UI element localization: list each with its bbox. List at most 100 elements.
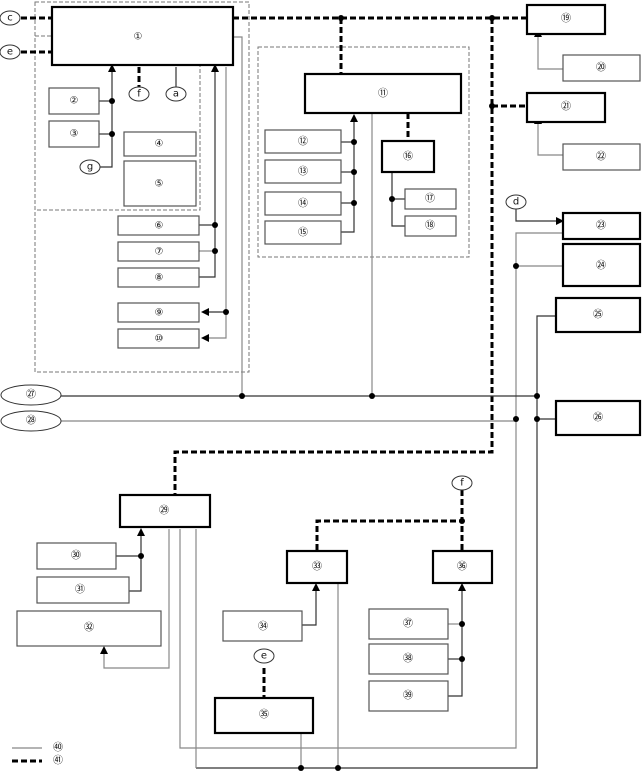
diagram-shape <box>165 86 187 102</box>
diagram-shape <box>404 188 457 210</box>
component-30[interactable]: ㉚ <box>36 542 117 570</box>
junction-dot <box>351 169 357 175</box>
component-1-label: ① <box>134 32 143 43</box>
group-frame-center <box>257 46 470 258</box>
component-10[interactable]: ⑩ <box>117 328 200 349</box>
bus-28[interactable]: ㉘ <box>0 410 62 432</box>
component-26-label: ㉖ <box>593 412 603 424</box>
component-35-label: ㉟ <box>259 709 269 721</box>
arrow-up-to-32 <box>100 646 108 654</box>
diagram-shape <box>222 610 303 642</box>
diagram-shape <box>404 215 457 237</box>
connector-f-bottom-label: f <box>460 478 464 489</box>
component-36[interactable]: ㊱ <box>431 549 494 585</box>
component-7-label: ⑦ <box>155 247 164 258</box>
component-25[interactable]: ㉕ <box>554 296 642 334</box>
component-13[interactable]: ⑬ <box>264 159 342 184</box>
component-7[interactable]: ⑦ <box>117 241 200 262</box>
diagram-shape <box>0 44 21 60</box>
component-23-label: ㉓ <box>596 220 606 232</box>
component-8-label: ⑧ <box>155 273 164 284</box>
wire-1-to-bus27 <box>233 36 243 396</box>
component-37[interactable]: ㊲ <box>368 608 449 640</box>
component-15[interactable]: ⑮ <box>264 220 342 245</box>
bus-27[interactable]: ㉗ <box>0 384 62 406</box>
connector-e-top[interactable]: e <box>0 44 21 60</box>
junction-dot <box>513 416 519 422</box>
arrow-up-to-1-left <box>108 64 116 72</box>
component-17[interactable]: ⑰ <box>404 188 457 210</box>
component-11[interactable]: ⑪ <box>303 72 463 115</box>
diagram-shape <box>525 3 607 36</box>
component-24[interactable]: ㉔ <box>561 242 642 288</box>
component-6[interactable]: ⑥ <box>117 215 200 236</box>
wire-37-39-to-36 <box>448 589 463 697</box>
diagram-shape <box>16 610 162 647</box>
junction-dot <box>212 222 218 228</box>
component-32[interactable]: ㉜ <box>16 610 162 647</box>
component-9[interactable]: ⑨ <box>117 302 200 323</box>
component-19[interactable]: ⑲ <box>525 3 607 36</box>
component-1[interactable]: ① <box>50 5 235 67</box>
component-26[interactable]: ㉖ <box>554 399 642 437</box>
diagram-shape <box>561 211 642 241</box>
component-2-label: ② <box>70 96 79 107</box>
component-8[interactable]: ⑧ <box>117 267 200 288</box>
connector-g[interactable]: g <box>79 159 101 175</box>
legend: ㊵ ㊶ <box>12 742 63 767</box>
wire-d-to-23 <box>515 209 558 222</box>
component-2[interactable]: ② <box>48 87 100 115</box>
connector-e-bottom[interactable]: e <box>253 648 275 664</box>
component-35[interactable]: ㉟ <box>213 696 315 735</box>
connector-f-top-label: f <box>137 89 141 100</box>
junction-dot <box>513 263 519 269</box>
diagram-shape <box>123 160 197 207</box>
wire-1-to-10 <box>208 67 227 339</box>
dashed-trunk-right <box>173 18 494 494</box>
component-6-label: ⑥ <box>155 221 164 232</box>
diagram-shape <box>554 296 642 334</box>
junction-dot <box>239 393 245 399</box>
component-5[interactable]: ⑤ <box>123 160 197 207</box>
component-31[interactable]: ㉛ <box>36 576 130 604</box>
diagram-shape <box>118 493 212 529</box>
connector-a[interactable]: a <box>165 86 187 102</box>
diagram-shape <box>505 194 527 210</box>
connector-d[interactable]: d <box>505 194 527 210</box>
arrow-up-to-33 <box>312 583 320 591</box>
component-4-label: ④ <box>155 139 164 150</box>
component-29[interactable]: ㉙ <box>118 493 212 529</box>
component-21-label: ㉑ <box>561 101 571 113</box>
component-12[interactable]: ⑫ <box>264 129 342 154</box>
component-3-label: ③ <box>70 129 79 140</box>
diagram-shape <box>48 87 100 115</box>
component-18[interactable]: ⑱ <box>404 215 457 237</box>
diagram-shape <box>264 159 342 184</box>
junction-dots <box>109 15 540 771</box>
wire-6-7-8-to-1 <box>199 70 216 278</box>
group-frame-inner-left <box>34 35 201 211</box>
component-23[interactable]: ㉓ <box>561 211 642 241</box>
connector-f-top[interactable]: f <box>128 86 150 102</box>
connector-f-bottom[interactable]: f <box>451 475 473 491</box>
component-14[interactable]: ⑭ <box>264 191 342 216</box>
bus-27-label: ㉗ <box>26 389 36 401</box>
connector-c[interactable]: c <box>0 10 21 26</box>
component-3[interactable]: ③ <box>48 120 100 148</box>
component-39[interactable]: ㊴ <box>368 680 449 712</box>
component-33[interactable]: ㉝ <box>285 549 349 585</box>
diagram-shape <box>368 643 449 675</box>
component-38[interactable]: ㊳ <box>368 643 449 675</box>
component-22[interactable]: ㉒ <box>562 143 641 171</box>
component-20[interactable]: ⑳ <box>562 54 641 82</box>
diagram-shape <box>264 191 342 216</box>
wire-30-31-to-29 <box>129 532 142 592</box>
junction-dot <box>138 553 144 559</box>
component-16[interactable]: ⑯ <box>380 139 436 174</box>
diagram-shape <box>525 91 607 124</box>
junction-dot <box>489 15 495 21</box>
component-11-label: ⑪ <box>378 88 388 100</box>
component-4[interactable]: ④ <box>123 131 197 157</box>
component-34[interactable]: ㉞ <box>222 610 303 642</box>
component-21[interactable]: ㉑ <box>525 91 607 124</box>
